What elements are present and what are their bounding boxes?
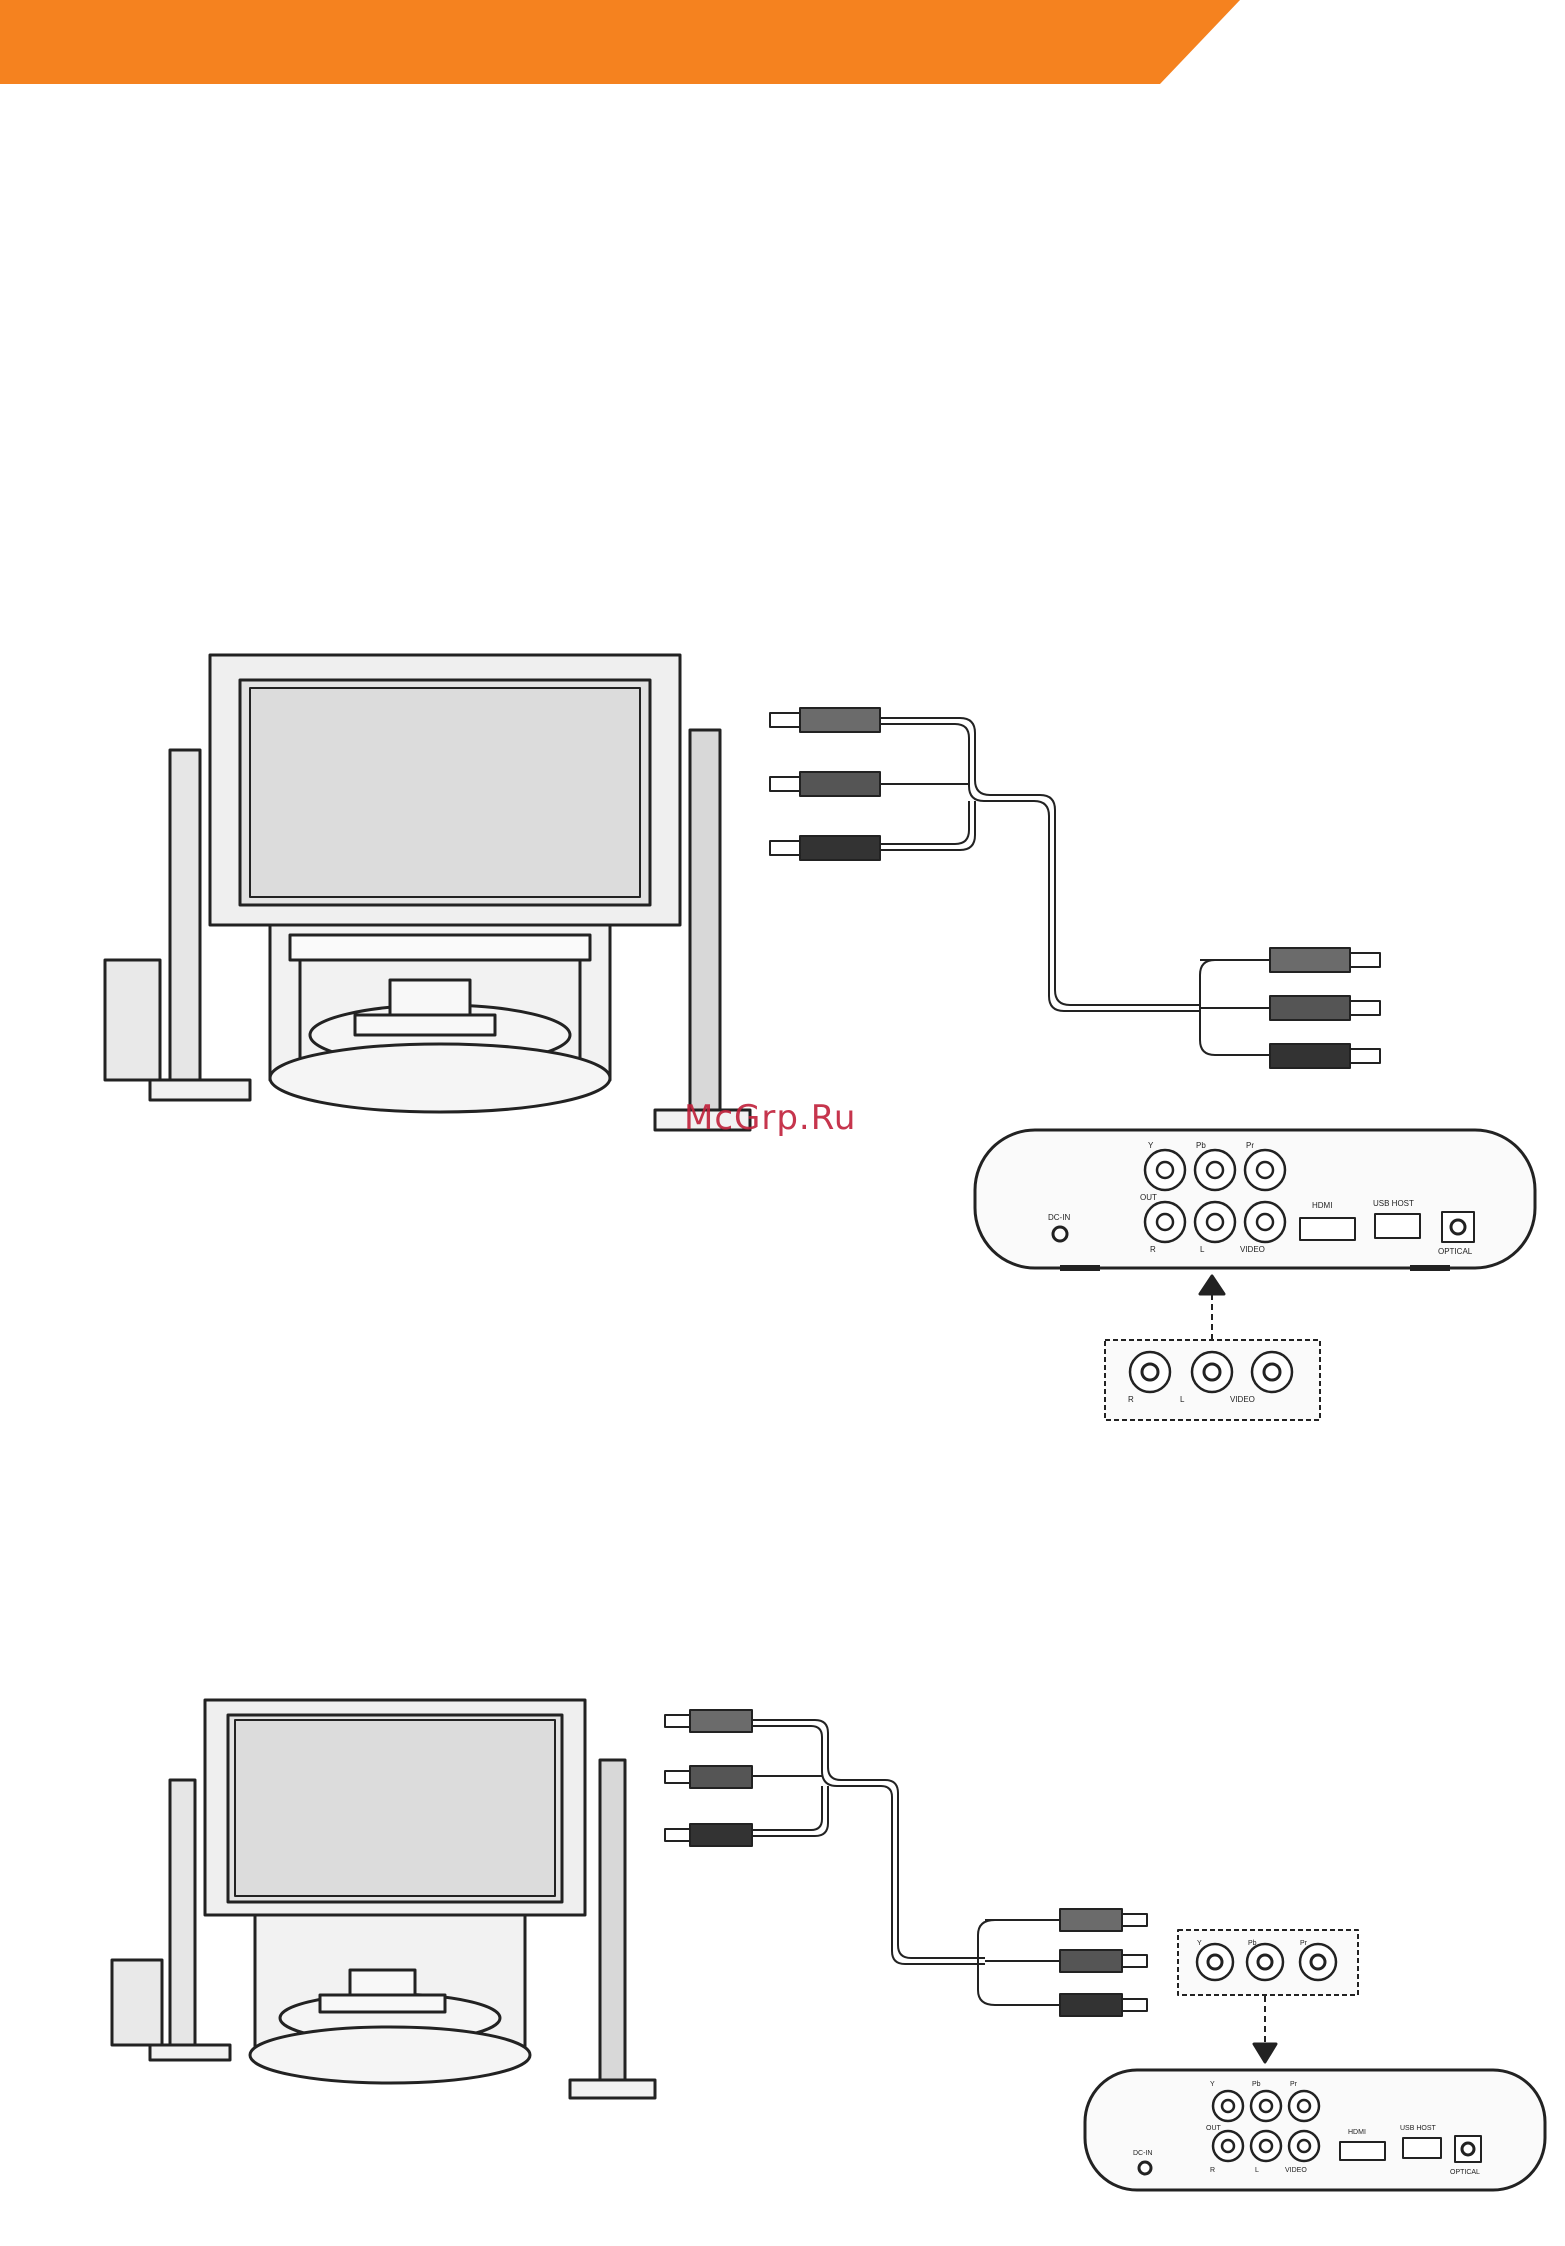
- detail-callout-component: [1178, 1930, 1358, 1995]
- label-optical: OPTICAL: [1438, 1247, 1473, 1256]
- label-hdmi-bottom: HDMI: [1348, 2129, 1366, 2136]
- label-pr: Pr: [1246, 1141, 1254, 1150]
- header-banner: [0, 0, 1565, 90]
- detail-callout-composite: [1105, 1340, 1320, 1420]
- detail-label-pr: Pr: [1300, 1940, 1308, 1947]
- label-l-bottom: L: [1255, 2167, 1259, 2174]
- rca-plugs-right-top: [1270, 948, 1380, 1068]
- label-hdmi: HDMI: [1312, 1201, 1332, 1210]
- watermark-text: McGrp.Ru: [684, 1098, 856, 1138]
- label-out-bottom: OUT: [1206, 2125, 1222, 2132]
- detail-label-l: L: [1180, 1395, 1185, 1404]
- component-connection-diagram: DC-IN OUT Y Pb Pr R L VIDEO HDMI USB HOS…: [0, 1640, 1565, 2246]
- label-l: L: [1200, 1245, 1205, 1254]
- rca-cable-bottom: [752, 1720, 1060, 2005]
- rca-plugs-left-bottom: [665, 1710, 752, 1846]
- label-r-bottom: R: [1210, 2167, 1215, 2174]
- detail-label-r: R: [1128, 1395, 1134, 1404]
- label-r: R: [1150, 1245, 1156, 1254]
- label-video: VIDEO: [1240, 1245, 1265, 1254]
- label-dc-in: DC-IN: [1048, 1213, 1070, 1222]
- label-pb: Pb: [1196, 1141, 1206, 1150]
- composite-connection-diagram: DC-IN OUT Y Pb Pr R L VIDEO HDMI USB HOS…: [0, 600, 1565, 1450]
- tv-illustration: [105, 655, 750, 1130]
- rca-cable-top: [880, 718, 1270, 1055]
- label-usb-host-bottom: USB HOST: [1400, 2125, 1437, 2132]
- label-y: Y: [1148, 1141, 1154, 1150]
- label-pr-bottom: Pr: [1290, 2081, 1298, 2088]
- rca-plugs-right-bottom: [1060, 1909, 1147, 2016]
- label-video-bottom: VIDEO: [1285, 2167, 1307, 2174]
- label-pb-bottom: Pb: [1252, 2081, 1261, 2088]
- label-out: OUT: [1140, 1193, 1157, 1202]
- label-optical-bottom: OPTICAL: [1450, 2169, 1480, 2176]
- tv-illustration-bottom: [112, 1700, 655, 2098]
- rca-plugs-left-top: [770, 708, 880, 860]
- detail-label-pb: Pb: [1248, 1940, 1257, 1947]
- label-y-bottom: Y: [1210, 2081, 1215, 2088]
- label-usb-host: USB HOST: [1373, 1199, 1414, 1208]
- label-dc-in-bottom: DC-IN: [1133, 2150, 1152, 2157]
- detail-label-video: VIDEO: [1230, 1395, 1255, 1404]
- detail-label-y: Y: [1197, 1940, 1202, 1947]
